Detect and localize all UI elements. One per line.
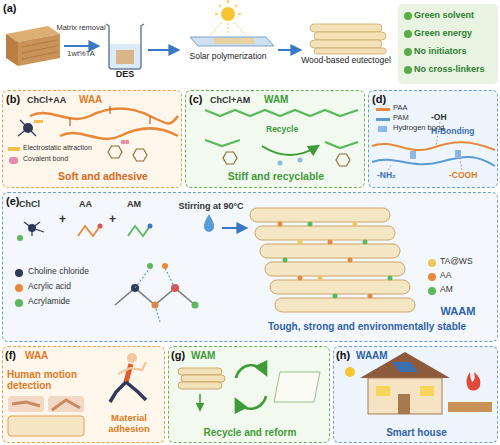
node-text: (b) bbox=[6, 93, 28, 105]
node-text: (c) bbox=[189, 93, 211, 105]
figure-label: (a) bbox=[3, 2, 27, 14]
legend-text: Electrostatic attraction bbox=[23, 144, 92, 152]
panel-box: (d)-OHH-Bonding-NH₂-COOH bbox=[368, 90, 498, 188]
node-text: (h) bbox=[336, 349, 358, 361]
node-text: Stiff and recyclable bbox=[186, 171, 366, 183]
node-text: Solar polymerization bbox=[178, 52, 278, 62]
flow-arrow bbox=[148, 49, 178, 51]
panel-box: (f)WAA Human motion detectionMaterial adh… bbox=[2, 346, 165, 443]
node-text: -OH bbox=[431, 113, 461, 123]
node-text: No cross-linkers bbox=[414, 64, 498, 74]
beaker-node: DES bbox=[102, 20, 148, 80]
node-text: Stirring at 90°C bbox=[169, 201, 253, 211]
legend-text: Acrylamide bbox=[28, 297, 70, 307]
legend-text: Acrylic acid bbox=[28, 282, 71, 292]
legend-text: Covalent bond bbox=[23, 155, 68, 163]
legend-text: AA bbox=[440, 271, 451, 281]
node-text: WAM bbox=[191, 350, 231, 361]
node-text: AM bbox=[127, 199, 153, 209]
legend-text: PAM bbox=[393, 114, 409, 122]
legend-text: AM bbox=[440, 285, 453, 295]
node-text: Tough, strong and environmentally stable bbox=[239, 321, 495, 332]
feature-box: Green solventGreen energy No initiatorsNo… bbox=[398, 4, 498, 84]
node-text: + bbox=[109, 213, 121, 226]
node-text: Human motion detection bbox=[7, 369, 87, 391]
solar-plate-node: Solar polymerization bbox=[178, 24, 278, 76]
node-text: WAM bbox=[264, 94, 304, 105]
node-text: Smart house bbox=[334, 427, 499, 438]
panel-box: (g)WAM Recycle and reform bbox=[168, 346, 330, 443]
node-text: WAA bbox=[25, 350, 65, 361]
legend-text: Choline chloride bbox=[28, 267, 89, 277]
node-text: WAA bbox=[79, 94, 119, 105]
node-text: -COOH bbox=[449, 171, 495, 181]
node-text: WAAM bbox=[423, 305, 493, 317]
node-text: No initiators bbox=[414, 46, 498, 56]
node-text: Recycle bbox=[266, 125, 316, 135]
legend-swatch bbox=[376, 118, 390, 121]
node-text: Soft and adhesive bbox=[23, 171, 183, 183]
node-text: (g) bbox=[171, 349, 193, 361]
legend-swatch bbox=[378, 126, 387, 132]
node-text: (f) bbox=[5, 349, 27, 361]
node-text: (d) bbox=[372, 93, 394, 105]
node-text: ChCl+AM bbox=[210, 95, 265, 105]
node-text: + bbox=[59, 213, 71, 226]
legend-swatch bbox=[376, 108, 390, 111]
legend-swatch bbox=[428, 259, 436, 267]
node-text: -NH₂ bbox=[377, 171, 417, 181]
legend-swatch bbox=[9, 157, 18, 164]
eutectogel-node: Wood-based eutectogel bbox=[300, 18, 392, 82]
node-text: Green energy bbox=[414, 28, 498, 38]
legend-swatch bbox=[428, 287, 436, 295]
legend-swatch bbox=[8, 147, 20, 151]
node-text: Green solvent bbox=[414, 10, 498, 20]
panel-box: (c)ChCl+AMWAM RecycleStiff and recyclable bbox=[185, 90, 365, 188]
figure-label: Matrix removal bbox=[56, 24, 106, 32]
node-text: ChCl+AA bbox=[27, 95, 82, 105]
legend-text: PAA bbox=[393, 104, 407, 112]
node-text: DES bbox=[102, 69, 148, 79]
legend-swatch bbox=[15, 299, 23, 307]
node-text: ChCl bbox=[19, 199, 53, 209]
legend-text: Hydrogen bond bbox=[393, 124, 444, 132]
panel-box: (b)ChCl+AAWAA Soft and adhesive bbox=[2, 90, 182, 188]
node-text: Recycle and reform bbox=[169, 427, 331, 438]
legend-swatch bbox=[15, 284, 23, 292]
panel-box: (h)WAAM Smart house bbox=[333, 346, 498, 443]
legend-text: TA@WS bbox=[440, 257, 473, 267]
legend-swatch bbox=[428, 273, 436, 281]
node-text: Wood-based eutectogel bbox=[300, 56, 392, 66]
node-text: AA bbox=[79, 199, 105, 209]
flow-arrow bbox=[278, 49, 300, 51]
node-text: Material adhesion bbox=[95, 413, 163, 434]
figure-label: 1wt%TA bbox=[58, 50, 104, 58]
legend-swatch bbox=[15, 269, 23, 277]
node-text: WAAM bbox=[356, 350, 406, 361]
